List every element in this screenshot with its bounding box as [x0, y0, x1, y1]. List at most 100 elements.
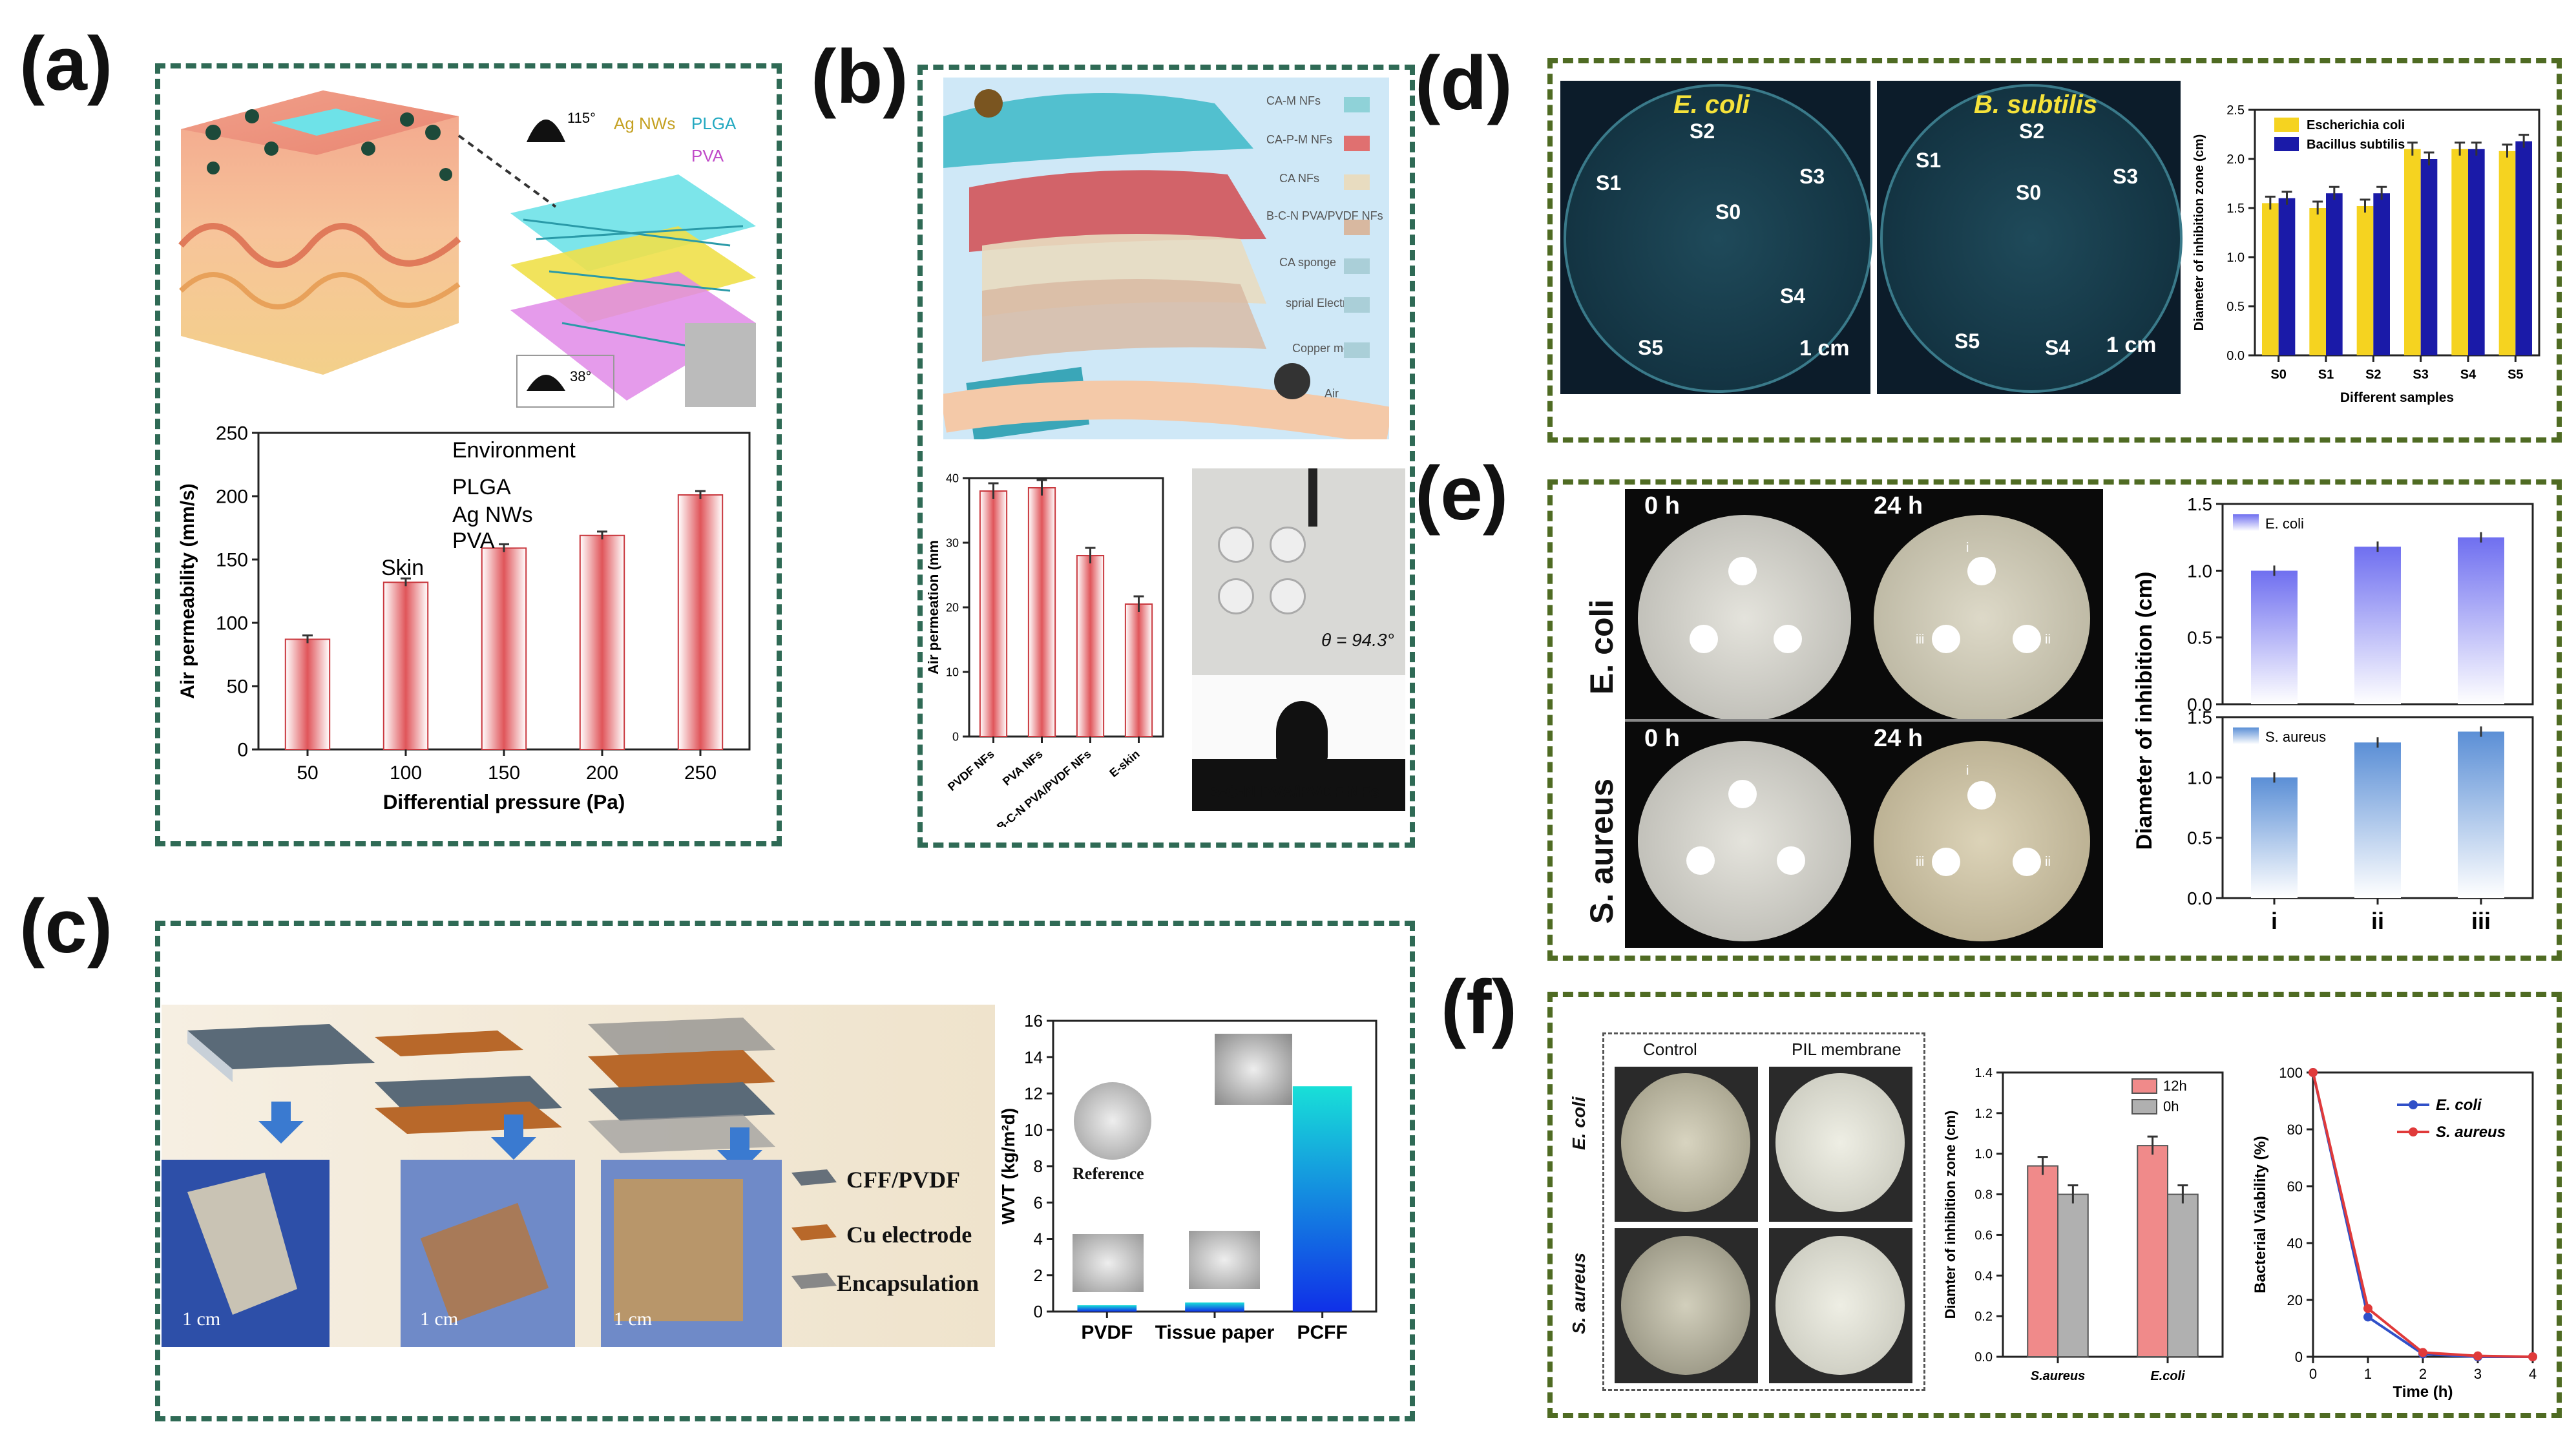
f-row-saureus-wrap: S. aureus [1564, 1221, 1599, 1376]
legend-label: Bacillus subtilis [2307, 138, 2405, 152]
time-24h-top: 24 h [1874, 492, 1923, 519]
x-tick-label: PCFF [1297, 1322, 1348, 1343]
x-tick-label: S3 [2413, 368, 2428, 382]
y-tick-label: 0.5 [2226, 300, 2245, 314]
bar [677, 494, 724, 750]
y-tick-label: 0.0 [2187, 888, 2212, 908]
y-axis-label: WVT (kg/m²d) [998, 1108, 1018, 1224]
x-tick-label: 200 [586, 762, 618, 784]
sample-s1: S1 [1916, 149, 1942, 172]
bar [2458, 731, 2504, 898]
bar [2404, 149, 2421, 356]
skin-patch-schematic: 115° 38° Ag NWs PLGA PVA [178, 90, 756, 408]
sample-s2: S2 [1690, 120, 1715, 143]
bar [382, 581, 429, 750]
inset-layer-label: PLGA [452, 475, 511, 499]
disc [1728, 557, 1757, 585]
panel-label-b: (b) [811, 34, 908, 120]
x-tick-label: 150 [488, 762, 520, 784]
panel-b-photo: θ = 94.3° [1192, 468, 1405, 811]
droplet-top-photo: θ = 94.3° [1192, 468, 1405, 675]
panel-f-frame [1547, 992, 2562, 1418]
sample-s5: S5 [1638, 336, 1664, 359]
legend-swatch [2131, 1099, 2157, 1114]
device-assembly-schematic [162, 1018, 837, 1347]
y-tick-label: 1.4 [1974, 1066, 1993, 1080]
time-0h-top: 0 h [1644, 492, 1680, 519]
plate-bsubtilis: B. subtilis S2 S1 S0 S3 S5 S4 1 cm [1877, 81, 2183, 394]
bar [2251, 570, 2298, 704]
x-tick-label: 250 [684, 762, 717, 784]
legend-label: 0h [2163, 1098, 2179, 1114]
x-tick-label: PVDF NFs [945, 748, 997, 793]
disc [1690, 625, 1718, 653]
y-tick-label: 1.2 [1974, 1107, 1993, 1121]
sample-s4: S4 [1780, 284, 1806, 308]
photo-caption: B-C-N PVA/PVDF NFs [1208, 782, 1380, 801]
y-tick-label: 1.0 [2187, 768, 2212, 788]
mark-i: i [1966, 541, 1969, 555]
y-tick-label: 40 [2287, 1235, 2303, 1251]
y-axis-label: Diamter of inhibition zone (cm) [1942, 1111, 1958, 1319]
x-tick-label: 4 [2529, 1366, 2537, 1382]
y-tick-label: 0.5 [2187, 628, 2212, 648]
x-tick-label: ii [2371, 908, 2384, 934]
disc [1967, 557, 1996, 585]
droplet [1218, 527, 1254, 563]
y-axis-label: Bacterial Viability (%) [2252, 1136, 2269, 1293]
plate-ecoli-24h [1874, 515, 2090, 722]
legend-plga: PLGA [691, 114, 737, 133]
bar [2468, 149, 2485, 356]
panel-a-schematic: 115° 38° Ag NWs PLGA PVA [174, 78, 756, 413]
dish [1775, 1073, 1905, 1212]
sample-s3: S3 [1799, 165, 1825, 188]
dish [1621, 1236, 1750, 1375]
bar [1124, 603, 1153, 737]
bar [579, 534, 625, 750]
y-tick-label: 1.0 [2226, 251, 2245, 265]
f-row-ecoli-wrap: E. coli [1564, 1066, 1599, 1195]
sample-s1: S1 [1596, 171, 1622, 194]
legend-label: S. aureus [2265, 729, 2326, 745]
x-tick-label: 1 [2364, 1366, 2372, 1382]
bar [2498, 151, 2516, 355]
plate-ecoli-0h [1638, 515, 1851, 722]
x-tick-label: 100 [390, 762, 422, 784]
x-axis-label: Different samples [2340, 390, 2454, 405]
bar [2326, 193, 2343, 355]
bar [2458, 537, 2504, 704]
legend-swatch [2233, 727, 2259, 744]
y-tick-label: 16 [1024, 1011, 1043, 1031]
y-tick-label: 80 [2287, 1122, 2303, 1138]
legend-label: E. coli [2436, 1096, 2482, 1114]
sample-s2: S2 [2019, 120, 2045, 143]
legend-swatch [2131, 1078, 2157, 1094]
x-tick-label: PVA NFs [1000, 748, 1045, 788]
panel-b-frame [917, 65, 1415, 848]
y-tick-label: 14 [1024, 1047, 1043, 1067]
x-tick-label: 2 [2419, 1366, 2427, 1382]
substrate [1192, 759, 1405, 811]
bar [2354, 547, 2401, 704]
bar [1076, 555, 1105, 737]
layer-label-3: B-C-N PVA/PVDF NFs [1266, 209, 1383, 222]
y-tick-label: 1.0 [2187, 561, 2212, 581]
scale-bar-3: 1 cm [614, 1308, 653, 1330]
plate-title-ecoli: E. coli [1673, 90, 1750, 119]
bar [2515, 141, 2532, 355]
inset-layer-label: Environment [452, 438, 576, 463]
y-axis-label: Diameter of inhibition zone (cm) [2192, 134, 2206, 331]
legend-marker [2409, 1100, 2418, 1109]
y-tick-label: 0 [237, 740, 248, 761]
panel-label-c: (c) [19, 884, 113, 969]
panel-label-e: (e) [1415, 451, 1509, 536]
bar [2167, 1193, 2199, 1357]
data-point [2528, 1352, 2537, 1361]
dish [1621, 1073, 1750, 1212]
y-tick-label: 0 [1034, 1302, 1043, 1321]
